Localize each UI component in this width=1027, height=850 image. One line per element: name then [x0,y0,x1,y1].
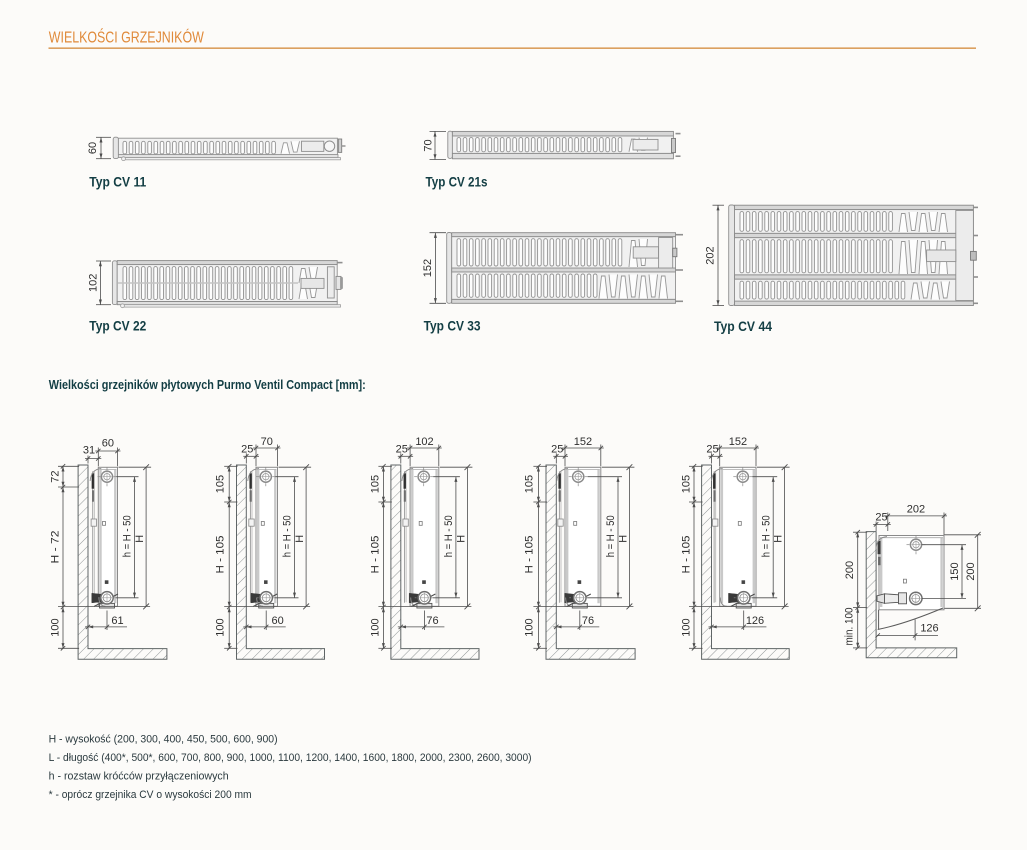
svg-text:100: 100 [49,618,61,636]
svg-text:105: 105 [215,475,227,493]
svg-text:L - długość (400*, 500*, 600,: L - długość (400*, 500*, 600, 700, 800, … [49,752,532,764]
svg-text:Typ CV 22: Typ CV 22 [89,318,146,334]
svg-text:31: 31 [83,445,95,457]
svg-text:70: 70 [261,436,273,448]
svg-text:126: 126 [746,615,764,627]
svg-text:Typ CV 11: Typ CV 11 [89,175,146,191]
svg-text:100: 100 [680,618,692,636]
svg-text:25: 25 [706,443,718,455]
svg-text:152: 152 [574,436,592,448]
svg-text:76: 76 [582,615,594,627]
svg-text:61: 61 [111,615,123,627]
svg-text:* - oprócz grzejnika CV o wyso: * - oprócz grzejnika CV o wysokości 200 … [49,789,252,801]
svg-text:Wielkości grzejników płytowych: Wielkości grzejników płytowych Purmo Ven… [49,377,366,392]
svg-text:100: 100 [370,618,382,636]
svg-text:WIELKOŚCI GRZEJNIKÓW: WIELKOŚCI GRZEJNIKÓW [49,29,204,47]
svg-text:60: 60 [271,615,283,627]
svg-text:105: 105 [680,475,692,493]
svg-text:102: 102 [87,274,99,292]
svg-text:H - 72: H - 72 [49,531,61,564]
svg-text:202: 202 [704,246,716,264]
svg-text:70: 70 [422,139,434,151]
svg-text:H - 105: H - 105 [370,536,382,574]
svg-text:h = H - 50: h = H - 50 [443,515,455,557]
svg-text:105: 105 [370,475,382,493]
svg-text:Typ CV 44: Typ CV 44 [714,319,772,335]
svg-text:h = H - 50: h = H - 50 [122,515,134,557]
svg-text:100: 100 [524,618,536,636]
svg-text:25: 25 [241,443,253,455]
svg-text:102: 102 [415,436,433,448]
svg-text:Typ CV 21s: Typ CV 21s [426,175,488,191]
svg-text:H: H [294,535,306,543]
svg-text:h = H - 50: h = H - 50 [605,515,617,557]
svg-text:100: 100 [215,618,227,636]
svg-text:152: 152 [729,436,747,448]
svg-text:25: 25 [551,443,563,455]
svg-text:H - 105: H - 105 [680,536,692,574]
svg-text:202: 202 [907,503,925,515]
svg-text:60: 60 [87,142,99,154]
svg-text:200: 200 [965,562,977,580]
svg-text:h - rozstaw króćców przyłączen: h - rozstaw króćców przyłączeniowych [49,771,229,783]
svg-text:H: H [455,535,467,543]
svg-text:25: 25 [396,443,408,455]
svg-text:152: 152 [422,259,434,277]
svg-text:150: 150 [949,562,961,580]
svg-text:h = H - 50: h = H - 50 [282,515,294,557]
svg-text:H - wysokość (200, 300, 400, 4: H - wysokość (200, 300, 400, 450, 500, 6… [49,734,278,746]
svg-text:76: 76 [426,615,438,627]
svg-text:H - 105: H - 105 [215,536,227,574]
svg-text:60: 60 [102,437,114,449]
svg-text:H: H [617,535,629,543]
svg-text:200: 200 [844,561,856,579]
svg-text:126: 126 [920,622,938,634]
svg-text:25: 25 [875,512,887,524]
svg-text:H: H [773,535,785,543]
svg-text:min. 100: min. 100 [843,608,855,646]
svg-text:h = H - 50: h = H - 50 [760,515,772,557]
svg-text:H: H [134,535,146,543]
svg-text:Typ CV 33: Typ CV 33 [424,318,481,334]
svg-text:72: 72 [49,470,61,482]
svg-text:105: 105 [524,475,536,493]
svg-text:H - 105: H - 105 [524,536,536,574]
